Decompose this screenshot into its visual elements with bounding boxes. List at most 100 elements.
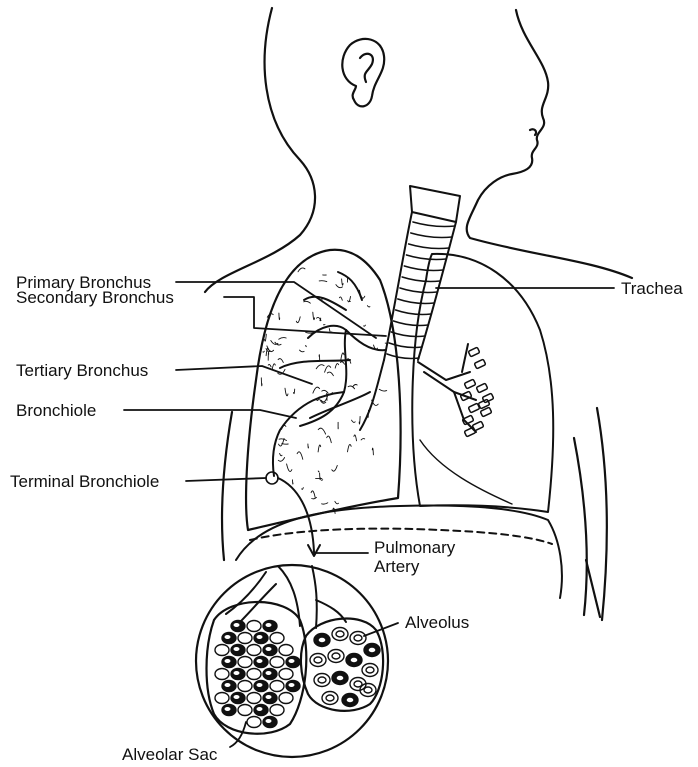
bubble-highlight [266, 623, 272, 627]
lung-texture-stroke [313, 387, 320, 393]
labels: Primary Bronchus Secondary Bronchus Tert… [10, 273, 683, 764]
lung-texture-stroke [325, 366, 331, 372]
bubble-highlight [225, 635, 231, 639]
alveolus-inner [326, 695, 334, 701]
lung-texture-stroke [294, 389, 295, 394]
terminal-bronchiole-leader [186, 478, 266, 481]
lung-texture-stroke [318, 445, 321, 452]
lung-texture-stroke [318, 471, 319, 472]
bubble-highlight [266, 671, 272, 675]
lung-texture-stroke [302, 488, 304, 490]
bubble-highlight [266, 719, 272, 723]
lung-texture-stroke [327, 372, 333, 376]
lung-texture-stroke [297, 452, 303, 459]
label-pulmonary-artery-line1: Pulmonary [374, 538, 456, 557]
bubble-highlight [282, 647, 288, 651]
bronchiole-leader [124, 410, 296, 418]
trachea-ring [404, 266, 443, 271]
bronchiole-branch-magnified [226, 566, 346, 628]
lung-texture-stroke [348, 386, 355, 389]
lung-texture-stroke [322, 390, 328, 393]
label-pulmonary-artery-line2: Artery [374, 557, 420, 576]
right-lung-texture [261, 268, 386, 514]
lung-texture-stroke [304, 301, 311, 303]
lung-texture-stroke [300, 350, 305, 352]
label-terminal-bronchiole: Terminal Bronchiole [10, 472, 159, 491]
label-trachea: Trachea [621, 279, 683, 298]
lung-texture-stroke [319, 281, 327, 282]
lung-texture-stroke [316, 365, 324, 369]
lung-texture-stroke [339, 297, 342, 300]
bubble-highlight [266, 647, 272, 651]
lung-texture-stroke [327, 436, 332, 443]
label-alveolus: Alveolus [405, 613, 469, 632]
bubble-highlight [266, 695, 272, 699]
bubble-highlight [257, 707, 263, 711]
bubble-highlight [257, 659, 263, 663]
label-bronchiole: Bronchiole [16, 401, 96, 420]
right-lung [246, 250, 400, 530]
lung-texture-stroke [278, 458, 284, 462]
lung-texture-stroke [268, 352, 269, 360]
label-alveolar-sac: Alveolar Sac [122, 745, 218, 764]
alveolus-inner [318, 677, 326, 683]
bronchial-ring [476, 383, 488, 393]
lung-texture-stroke [361, 439, 365, 440]
label-secondary-bronchus: Secondary Bronchus [16, 288, 174, 307]
bubble-highlight [273, 635, 279, 639]
trachea-ring [394, 321, 429, 326]
lung-texture-stroke [342, 279, 344, 285]
bubble-highlight [289, 683, 295, 687]
lung-texture-stroke [279, 439, 286, 441]
trachea-ring [411, 233, 452, 238]
alveolus-inner [368, 647, 376, 653]
bubble-highlight [225, 659, 231, 663]
lung-texture-stroke [280, 453, 282, 455]
trachea-ring [407, 255, 447, 260]
lung-texture-stroke [296, 317, 300, 323]
lung-texture-stroke [372, 448, 373, 455]
bubble-highlight [234, 671, 240, 675]
bubble-highlight [289, 659, 295, 663]
bubble-highlight [273, 659, 279, 663]
lung-texture-stroke [313, 312, 315, 319]
alveolus-inner [314, 657, 322, 663]
trachea-ring [402, 277, 440, 282]
bubble-highlight [218, 671, 224, 675]
alveolus-inner [332, 653, 340, 659]
bubble-highlight [250, 671, 256, 675]
bubble-highlight [273, 707, 279, 711]
bubble-highlight [241, 635, 247, 639]
lung-texture-stroke [263, 351, 264, 352]
lung-texture-stroke [367, 306, 370, 307]
trachea-ring [391, 332, 425, 337]
trachea-ring [409, 244, 449, 249]
bubble-highlight [250, 647, 256, 651]
bubble-highlight [225, 707, 231, 711]
bubble-highlight [250, 719, 256, 723]
bubble-highlight [250, 695, 256, 699]
lung-texture-stroke [282, 443, 288, 444]
alveolus-inner [318, 637, 326, 643]
bubble-highlight [225, 683, 231, 687]
bubble-highlight [234, 623, 240, 627]
lung-texture-stroke [322, 503, 328, 504]
lung-texture-stroke [305, 346, 306, 347]
lung-texture-stroke [287, 464, 292, 471]
lung-texture-stroke [354, 435, 357, 441]
lung-texture-stroke [298, 268, 305, 272]
bubble-highlight [282, 671, 288, 675]
lung-texture-stroke [293, 480, 294, 484]
alveolus-inner [364, 687, 372, 693]
bronchial-ring [474, 359, 486, 369]
tertiary-bronchus-leader [176, 366, 312, 384]
bubble-highlight [257, 635, 263, 639]
lung-texture-stroke [278, 359, 283, 363]
alveolus-cluster [301, 619, 383, 711]
bubble-highlight [282, 695, 288, 699]
lung-texture-stroke [308, 444, 309, 448]
alveolus-inner [366, 667, 374, 673]
label-tertiary-bronchus: Tertiary Bronchus [16, 361, 148, 380]
alveolus-inner [354, 635, 362, 641]
